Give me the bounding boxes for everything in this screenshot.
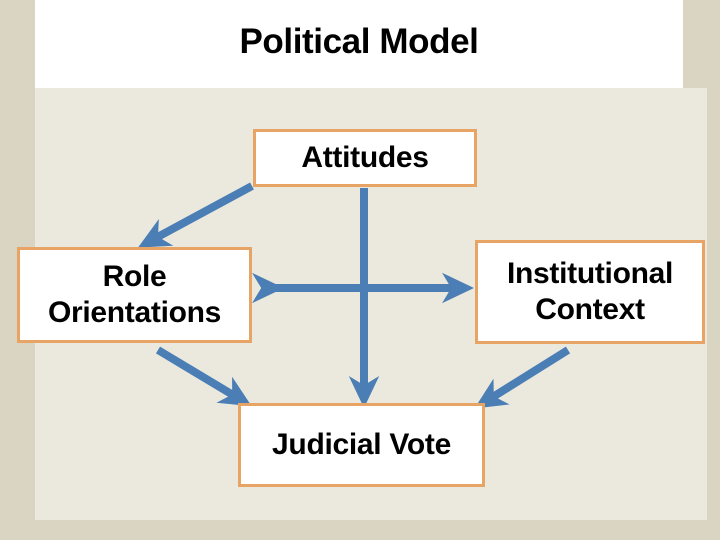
node-judicial-vote-label: Judicial Vote [272,428,451,461]
page-title: Political Model [239,22,479,61]
node-role-orientations[interactable]: Role Orientations [17,247,252,343]
arrow-attitudes-to-role-orientations [137,182,254,248]
arrow-institutional-context-to-judicial-vote [474,346,571,409]
node-institutional-context-label: Institutional Context [506,257,674,326]
arrow-role-orientations-to-judicial-vote [155,346,252,407]
header-band [35,0,683,88]
node-institutional-context[interactable]: Institutional Context [475,240,705,344]
node-attitudes-label: Attitudes [301,141,429,174]
node-judicial-vote[interactable]: Judicial Vote [238,403,485,487]
node-role-orientations-label: Role Orientations [47,260,222,329]
node-attitudes[interactable]: Attitudes [253,129,477,187]
